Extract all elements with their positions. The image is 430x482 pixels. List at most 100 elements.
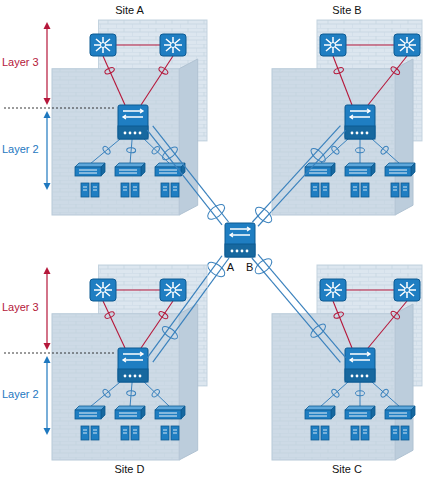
switch-port bbox=[134, 132, 137, 135]
bundle-ellipse bbox=[205, 202, 227, 222]
access-switch-icon bbox=[155, 163, 185, 197]
server-slot bbox=[313, 187, 317, 190]
server-slot bbox=[353, 187, 357, 190]
router-hub bbox=[331, 288, 336, 293]
server-icon bbox=[121, 183, 129, 197]
switch-port bbox=[231, 250, 234, 253]
router-hub bbox=[101, 288, 106, 293]
site-building: Site C bbox=[272, 265, 422, 460]
bundle-ellipse bbox=[390, 66, 401, 76]
switch-arrows bbox=[350, 109, 370, 119]
label-holder: Layer 2 bbox=[2, 388, 39, 401]
switch-port bbox=[366, 132, 369, 135]
switch-port bbox=[356, 375, 359, 378]
bundle-ellipse bbox=[356, 391, 365, 396]
switch-base bbox=[345, 369, 375, 382]
server-icon bbox=[391, 426, 399, 440]
site-illustration bbox=[272, 265, 422, 460]
layer-label: Layer 3 bbox=[2, 56, 39, 69]
access-switch-arrows bbox=[389, 413, 407, 416]
site-illustration bbox=[52, 20, 207, 215]
bundle-ellipse bbox=[104, 311, 115, 320]
switch-port bbox=[129, 132, 132, 135]
bundle-ellipse bbox=[331, 145, 341, 155]
switch-body bbox=[345, 348, 375, 382]
router-arrows bbox=[398, 282, 416, 298]
router-peer-link bbox=[346, 44, 394, 45]
access-switch-side bbox=[331, 163, 335, 176]
router-hub bbox=[331, 43, 336, 48]
layer-arrow-shaft bbox=[46, 116, 47, 185]
access-switch-arrows bbox=[309, 413, 327, 416]
access-switch-side bbox=[141, 406, 145, 419]
router-arrows bbox=[324, 282, 342, 298]
access-switch-icon bbox=[155, 406, 185, 440]
access-switch-top bbox=[75, 406, 105, 410]
server-icon bbox=[351, 183, 359, 197]
access-switch-icon bbox=[305, 163, 335, 197]
switch-port bbox=[139, 375, 142, 378]
server-slot bbox=[363, 430, 367, 433]
access-switch-icon bbox=[305, 406, 335, 440]
building-front bbox=[272, 69, 395, 215]
access-uplink bbox=[90, 382, 120, 407]
access-switch-top bbox=[345, 406, 375, 410]
layer-label: Layer 3 bbox=[2, 301, 39, 314]
bundle-ellipse bbox=[380, 388, 390, 398]
access-switch-front bbox=[385, 167, 411, 176]
server-icon bbox=[161, 426, 169, 440]
router-icon bbox=[320, 34, 346, 56]
access-switch-arrows bbox=[349, 170, 367, 173]
router-body bbox=[90, 34, 116, 56]
port-label: B bbox=[246, 261, 253, 274]
bundle-ellipse bbox=[380, 145, 390, 155]
router-icon bbox=[394, 34, 420, 56]
access-switch-arrows bbox=[119, 170, 137, 173]
bundle-ellipse bbox=[158, 310, 169, 320]
layer-arrow-head bbox=[44, 98, 51, 105]
router-body bbox=[394, 34, 420, 56]
access-switch-arrows bbox=[159, 413, 177, 416]
access-switch-side bbox=[371, 406, 375, 419]
layer-arrow-shaft bbox=[46, 361, 47, 430]
building-side bbox=[179, 59, 198, 215]
access-uplink bbox=[144, 382, 170, 407]
access-switch-arrows bbox=[309, 170, 327, 173]
switch-base bbox=[225, 244, 255, 257]
server-slot bbox=[173, 430, 177, 433]
server-icon bbox=[81, 183, 89, 197]
layer-label: Layer 2 bbox=[2, 143, 39, 156]
access-switch-front bbox=[115, 410, 141, 419]
access-switch-icon bbox=[115, 406, 145, 440]
router-arrows bbox=[94, 37, 112, 53]
distribution-switch-icon bbox=[118, 105, 148, 139]
router-hub bbox=[405, 43, 410, 48]
layer-label: Layer 2 bbox=[2, 388, 39, 401]
server-icon bbox=[401, 183, 409, 197]
distribution-switch-icon bbox=[118, 348, 148, 382]
server-slot bbox=[393, 430, 397, 433]
bundle-ellipse bbox=[160, 324, 179, 341]
router-uplink bbox=[333, 301, 352, 348]
building-texture bbox=[272, 69, 395, 215]
switch-port bbox=[351, 132, 354, 135]
access-switch-icon bbox=[345, 163, 375, 197]
layer-arrow-head bbox=[44, 343, 51, 350]
server-slot bbox=[93, 430, 97, 433]
building-texture bbox=[272, 314, 395, 460]
router-peer-link bbox=[116, 289, 160, 290]
router-peer-link bbox=[116, 44, 160, 45]
access-uplink bbox=[90, 139, 120, 164]
switch-port bbox=[356, 132, 359, 135]
server-icon bbox=[361, 183, 369, 197]
access-switch-top bbox=[305, 406, 335, 410]
router-icon bbox=[394, 279, 420, 301]
bundle-ellipse bbox=[160, 145, 179, 162]
router-body bbox=[160, 279, 186, 301]
switch-base bbox=[118, 369, 148, 382]
access-switch-front bbox=[385, 410, 411, 419]
router-body bbox=[320, 34, 346, 56]
router-uplink bbox=[368, 56, 407, 105]
server-slot bbox=[323, 430, 327, 433]
server-slot bbox=[323, 187, 327, 190]
